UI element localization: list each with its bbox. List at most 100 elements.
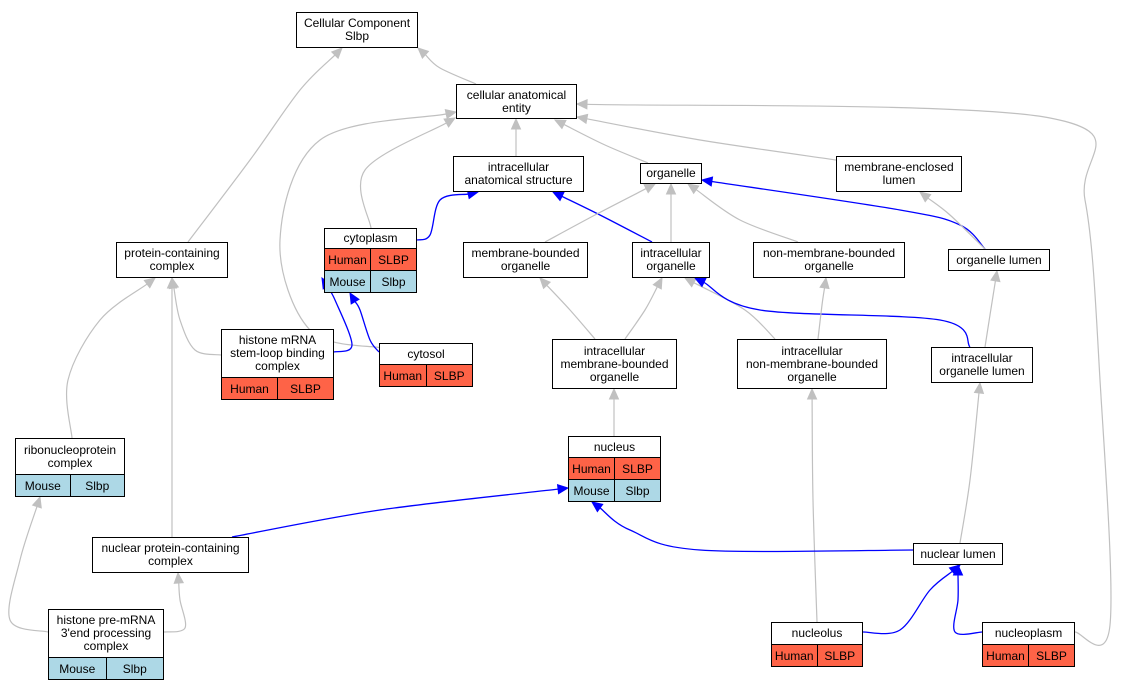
node-title: organelle lumen: [949, 250, 1049, 270]
node-nl: nuclear lumen: [913, 543, 1003, 565]
node-title-line: histone mRNA: [238, 333, 317, 347]
node-title-line: cellular anatomical: [466, 87, 567, 102]
node-title: nuclear lumen: [914, 544, 1002, 564]
arrowhead: [443, 117, 457, 128]
node-title-line: organelle: [646, 259, 696, 273]
node-title: cytoplasm: [325, 229, 416, 248]
node-title-line: nuclear lumen: [920, 546, 996, 561]
gene-cell: SLBP: [425, 365, 473, 386]
node-title-line: intracellular: [951, 351, 1013, 365]
node-title-line: complex: [148, 554, 193, 568]
node-title: nucleolus: [772, 623, 862, 644]
arrowhead: [591, 501, 604, 513]
edge-nucleoplasm-to-nl: [953, 574, 983, 635]
node-title-line: intracellular: [583, 343, 646, 358]
node-title-line: organelle: [804, 259, 854, 273]
node-title-line: organelle: [787, 369, 837, 384]
arrowhead: [575, 99, 588, 110]
edge-hmslb-to-pcc: [173, 287, 222, 356]
node-title-line: complex: [255, 359, 300, 373]
node-title-line: entity: [502, 100, 531, 115]
edge-cytoplasm-to-cae: [359, 122, 447, 229]
node-title-line: organelle: [500, 259, 551, 273]
arrowhead: [608, 387, 620, 400]
species-cell: Human: [774, 648, 814, 663]
arrowhead: [553, 119, 567, 130]
node-title-line: nucleolus: [791, 626, 843, 640]
node-organelle: organelle: [640, 163, 702, 184]
edge-io-to-ias: [561, 195, 653, 243]
edge-nucleoplasm-to-cae: [586, 103, 1112, 646]
gene-row-mouse: Mouse Slbp: [325, 270, 416, 292]
arrowhead: [700, 176, 714, 187]
arrowhead: [683, 277, 697, 288]
edge-nmbo-to-organelle: [695, 189, 799, 243]
species-cell: Mouse: [59, 661, 96, 676]
species-cell: Human: [383, 368, 423, 383]
node-title-line: intracellular: [487, 160, 550, 174]
node-title-line: non-membrane-bounded: [745, 356, 879, 371]
edge-mbo-to-organelle: [544, 188, 647, 243]
edge-imbo-to-io: [624, 286, 658, 340]
edge-nl-to-iol: [959, 392, 980, 544]
edge-nl-to-nucleus: [599, 507, 914, 553]
node-title: nucleus: [569, 437, 660, 457]
gene-cell: SLBP: [370, 249, 416, 270]
gene-cell: SLBP: [1028, 645, 1074, 666]
species-cell: Mouse: [329, 274, 366, 289]
gene-cell: Slbp: [105, 658, 164, 679]
edge-ol-to-organelle: [711, 180, 986, 250]
node-title-line: intracellular: [640, 246, 702, 260]
gene-cell: Slbp: [370, 271, 416, 292]
edge-cytoplasm-to-ias: [416, 193, 469, 241]
node-title-line: organelle: [589, 369, 640, 384]
node-title-line: cytosol: [407, 346, 445, 361]
node-title-line: anatomical structure: [464, 173, 573, 187]
arrowhead: [417, 47, 430, 59]
arrowhead: [665, 182, 677, 195]
arrowhead: [973, 381, 985, 394]
arrowhead: [990, 269, 1001, 283]
node-title-line: Cellular Component: [303, 16, 411, 30]
node-title-line: 3'end processing: [60, 626, 152, 640]
node-title-line: histone pre-mRNA: [56, 613, 156, 627]
edge-nucleolus-to-nl: [862, 570, 953, 635]
node-title-line: membrane-enclosed: [844, 160, 954, 174]
node-title-line: organelle lumen: [956, 252, 1042, 267]
gene-cell: SLBP: [277, 378, 333, 399]
edge-pcc-to-cc_slbp: [187, 54, 336, 243]
node-title-line: complex: [47, 455, 93, 470]
arrowhead: [693, 277, 707, 288]
species-cell: Human: [572, 461, 611, 476]
node-title-line: nuclear protein-containing: [101, 541, 240, 555]
node-title: cytosol: [380, 344, 472, 364]
gene-cell: Slbp: [614, 480, 660, 501]
node-title-line: lumen: [882, 173, 916, 187]
gene-row-mouse: Mouse Slbp: [49, 657, 163, 679]
arrowhead: [510, 117, 522, 130]
node-title: nucleoplasm: [983, 623, 1074, 644]
